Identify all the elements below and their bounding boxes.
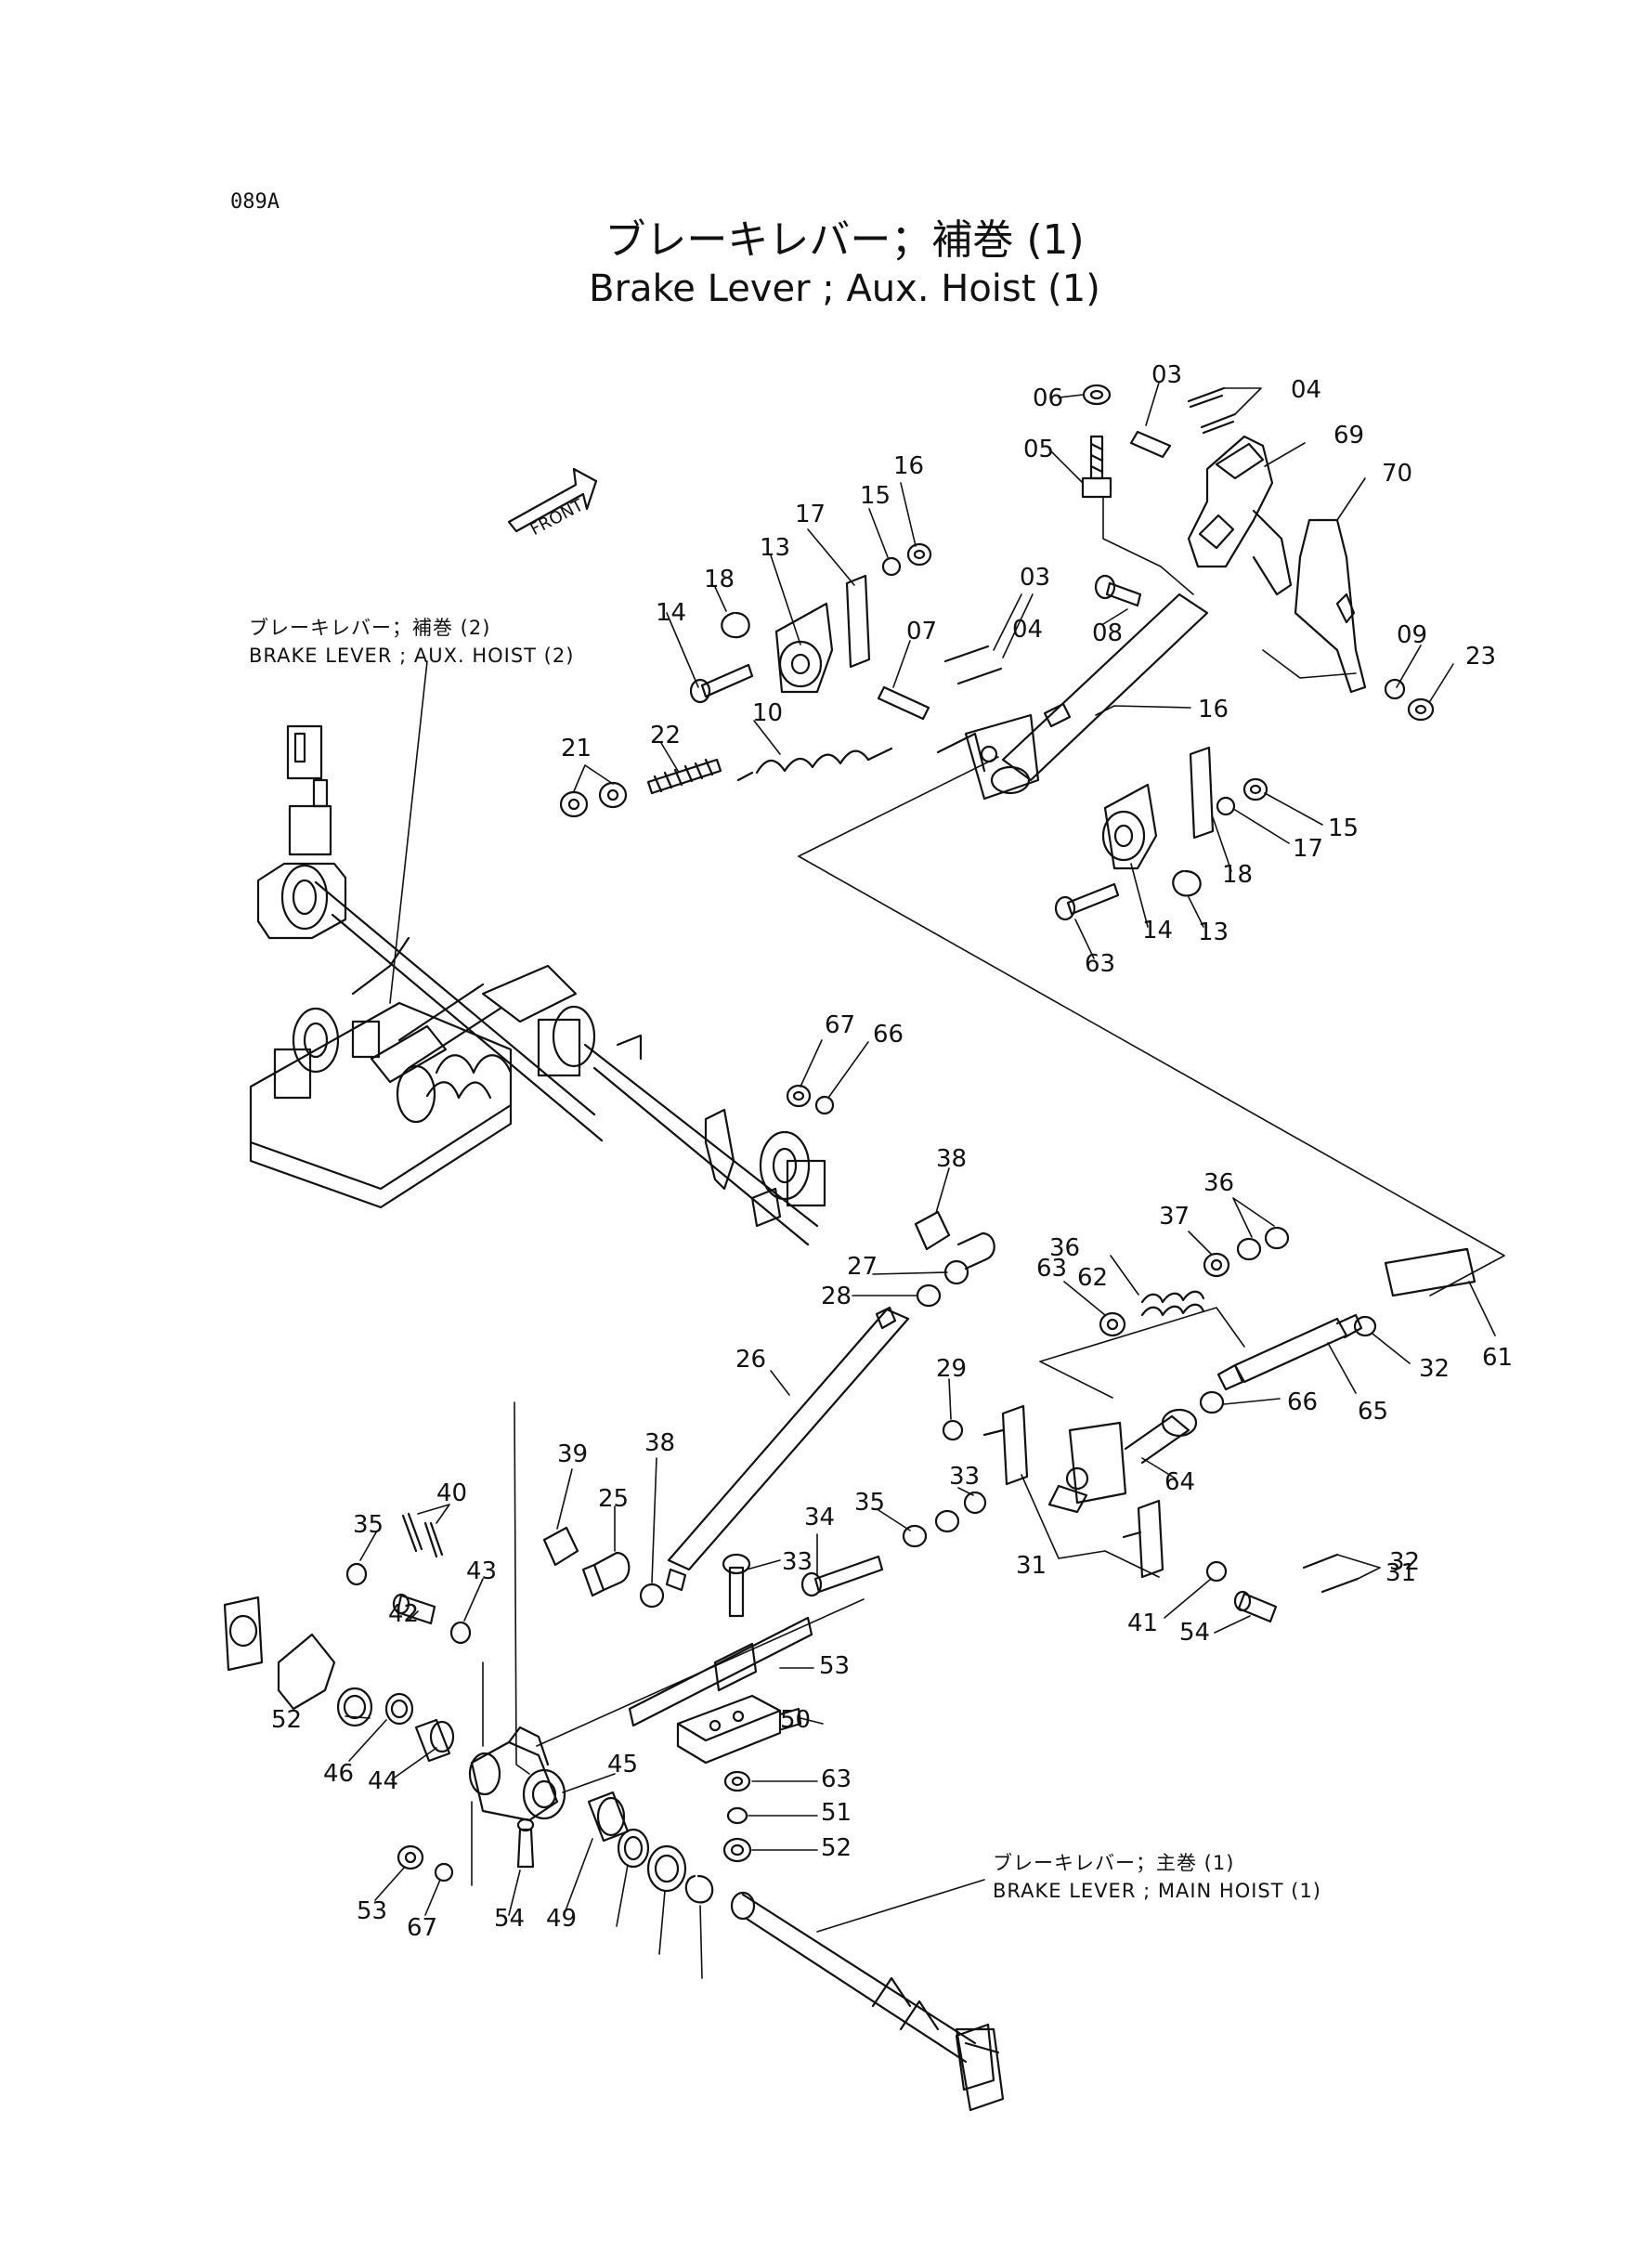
callout-number: 43 <box>466 1557 497 1585</box>
callout-number: 04 <box>1012 616 1043 644</box>
callout-number: 50 <box>780 1706 811 1734</box>
callout-number: 39 <box>557 1440 588 1468</box>
callout-number: 52 <box>821 1834 852 1862</box>
callout-number: 36 <box>1049 1234 1080 1262</box>
callout-number: 27 <box>847 1253 878 1281</box>
callout-number: 67 <box>825 1011 855 1039</box>
callout-number: 54 <box>1179 1619 1210 1647</box>
callout-number: 42 <box>388 1600 419 1628</box>
callout-number: 28 <box>821 1283 852 1310</box>
front-arrow-icon: FRONT <box>507 467 598 540</box>
callout-number: 38 <box>936 1145 967 1173</box>
callout-number: 41 <box>1127 1609 1158 1637</box>
callout-number: 35 <box>353 1511 384 1539</box>
callout-number: 63 <box>1036 1255 1067 1283</box>
callout-number: 23 <box>1465 643 1496 671</box>
callout-number: 51 <box>821 1799 852 1827</box>
callout-number: 09 <box>1397 621 1427 649</box>
callout-number: 63 <box>1085 950 1115 978</box>
callout-number: 07 <box>906 618 937 645</box>
callout-number: 13 <box>1198 919 1229 946</box>
callout-number: 63 <box>821 1765 852 1793</box>
reference-aux-hoist-2: ブレーキレバー；補巻 (2) BRAKE LEVER ; AUX. HOIST … <box>249 614 574 670</box>
front-tag-label: FRONT <box>527 495 588 540</box>
callout-number: 03 <box>1151 361 1182 389</box>
callout-number: 52 <box>271 1706 302 1734</box>
callout-number: 44 <box>368 1767 398 1795</box>
reference-aux-hoist-2-jp: ブレーキレバー；補巻 (2) <box>249 617 491 639</box>
callout-number: 49 <box>546 1905 577 1933</box>
callout-number: 67 <box>407 1914 437 1942</box>
assembly-leader-lines <box>471 496 1505 1886</box>
callout-number: 16 <box>1198 696 1229 723</box>
callout-number: 05 <box>1023 436 1054 463</box>
callout-number: 06 <box>1033 384 1063 412</box>
callout-number: 15 <box>860 482 891 510</box>
page-code: 089A <box>230 190 280 214</box>
callout-number: 33 <box>782 1548 813 1576</box>
callout-number: 66 <box>873 1021 904 1049</box>
callout-number: 53 <box>357 1897 387 1925</box>
callout-number: 10 <box>752 699 783 727</box>
callout-number: 31 <box>1016 1552 1047 1580</box>
callout-number: 16 <box>893 452 924 480</box>
callout-number: 21 <box>561 735 592 762</box>
callout-number: 40 <box>436 1479 467 1507</box>
callout-number: 62 <box>1077 1264 1108 1292</box>
callout-number: 32 <box>1419 1355 1450 1383</box>
callout-number: 46 <box>323 1760 354 1788</box>
callout-number: 45 <box>607 1751 638 1778</box>
callout-number: 22 <box>650 722 681 749</box>
callout-number: 38 <box>644 1429 675 1457</box>
callout-number: 17 <box>1293 835 1323 863</box>
callout-number: 15 <box>1328 814 1359 842</box>
callout-number: 66 <box>1287 1388 1318 1416</box>
title-english: Brake Lever ; Aux. Hoist (1) <box>589 267 1100 310</box>
reference-main-hoist-1: ブレーキレバー；主巻 (1) BRAKE LEVER ; MAIN HOIST … <box>993 1849 1321 1905</box>
callout-number: 14 <box>1142 917 1173 945</box>
callout-number: 33 <box>949 1463 980 1491</box>
callout-number: 37 <box>1159 1203 1190 1231</box>
callout-number: 17 <box>795 501 826 528</box>
reference-main-hoist-1-en: BRAKE LEVER ; MAIN HOIST (1) <box>993 1880 1322 1902</box>
callout-number: 29 <box>936 1355 967 1383</box>
callout-number: 34 <box>804 1504 835 1531</box>
callout-number: 53 <box>819 1652 850 1680</box>
callout-leader-lines <box>345 382 1496 1979</box>
callout-number: 54 <box>494 1905 525 1933</box>
callout-number: 03 <box>1020 564 1050 592</box>
callout-number: 69 <box>1333 422 1364 449</box>
callout-number: 26 <box>735 1346 766 1374</box>
callout-number: 70 <box>1382 460 1412 488</box>
reference-main-hoist-1-jp: ブレーキレバー；主巻 (1) <box>993 1852 1235 1874</box>
callout-number: 32 <box>1389 1548 1420 1576</box>
callout-number: 31 <box>1385 1559 1416 1587</box>
callout-number: 36 <box>1203 1169 1234 1197</box>
callout-number: 18 <box>704 566 735 593</box>
lower-assembly <box>223 1084 1476 2112</box>
callout-number: 61 <box>1482 1344 1513 1372</box>
callout-number: 18 <box>1222 861 1253 889</box>
aux-hoist-2-assembly <box>249 724 826 1246</box>
brake-lever-10-group <box>559 384 1435 921</box>
reference-aux-hoist-2-en: BRAKE LEVER ; AUX. HOIST (2) <box>249 645 575 667</box>
callout-number: 25 <box>598 1485 629 1513</box>
callout-number: 08 <box>1092 619 1123 647</box>
callout-number: 04 <box>1291 376 1321 404</box>
callout-number: 64 <box>1164 1468 1195 1496</box>
callout-number: 13 <box>760 534 790 562</box>
callout-number: 65 <box>1358 1398 1388 1426</box>
callout-number: 35 <box>854 1489 885 1517</box>
callout-number: 14 <box>656 599 686 627</box>
title-japanese: ブレーキレバー；補巻 (1) <box>605 216 1085 264</box>
